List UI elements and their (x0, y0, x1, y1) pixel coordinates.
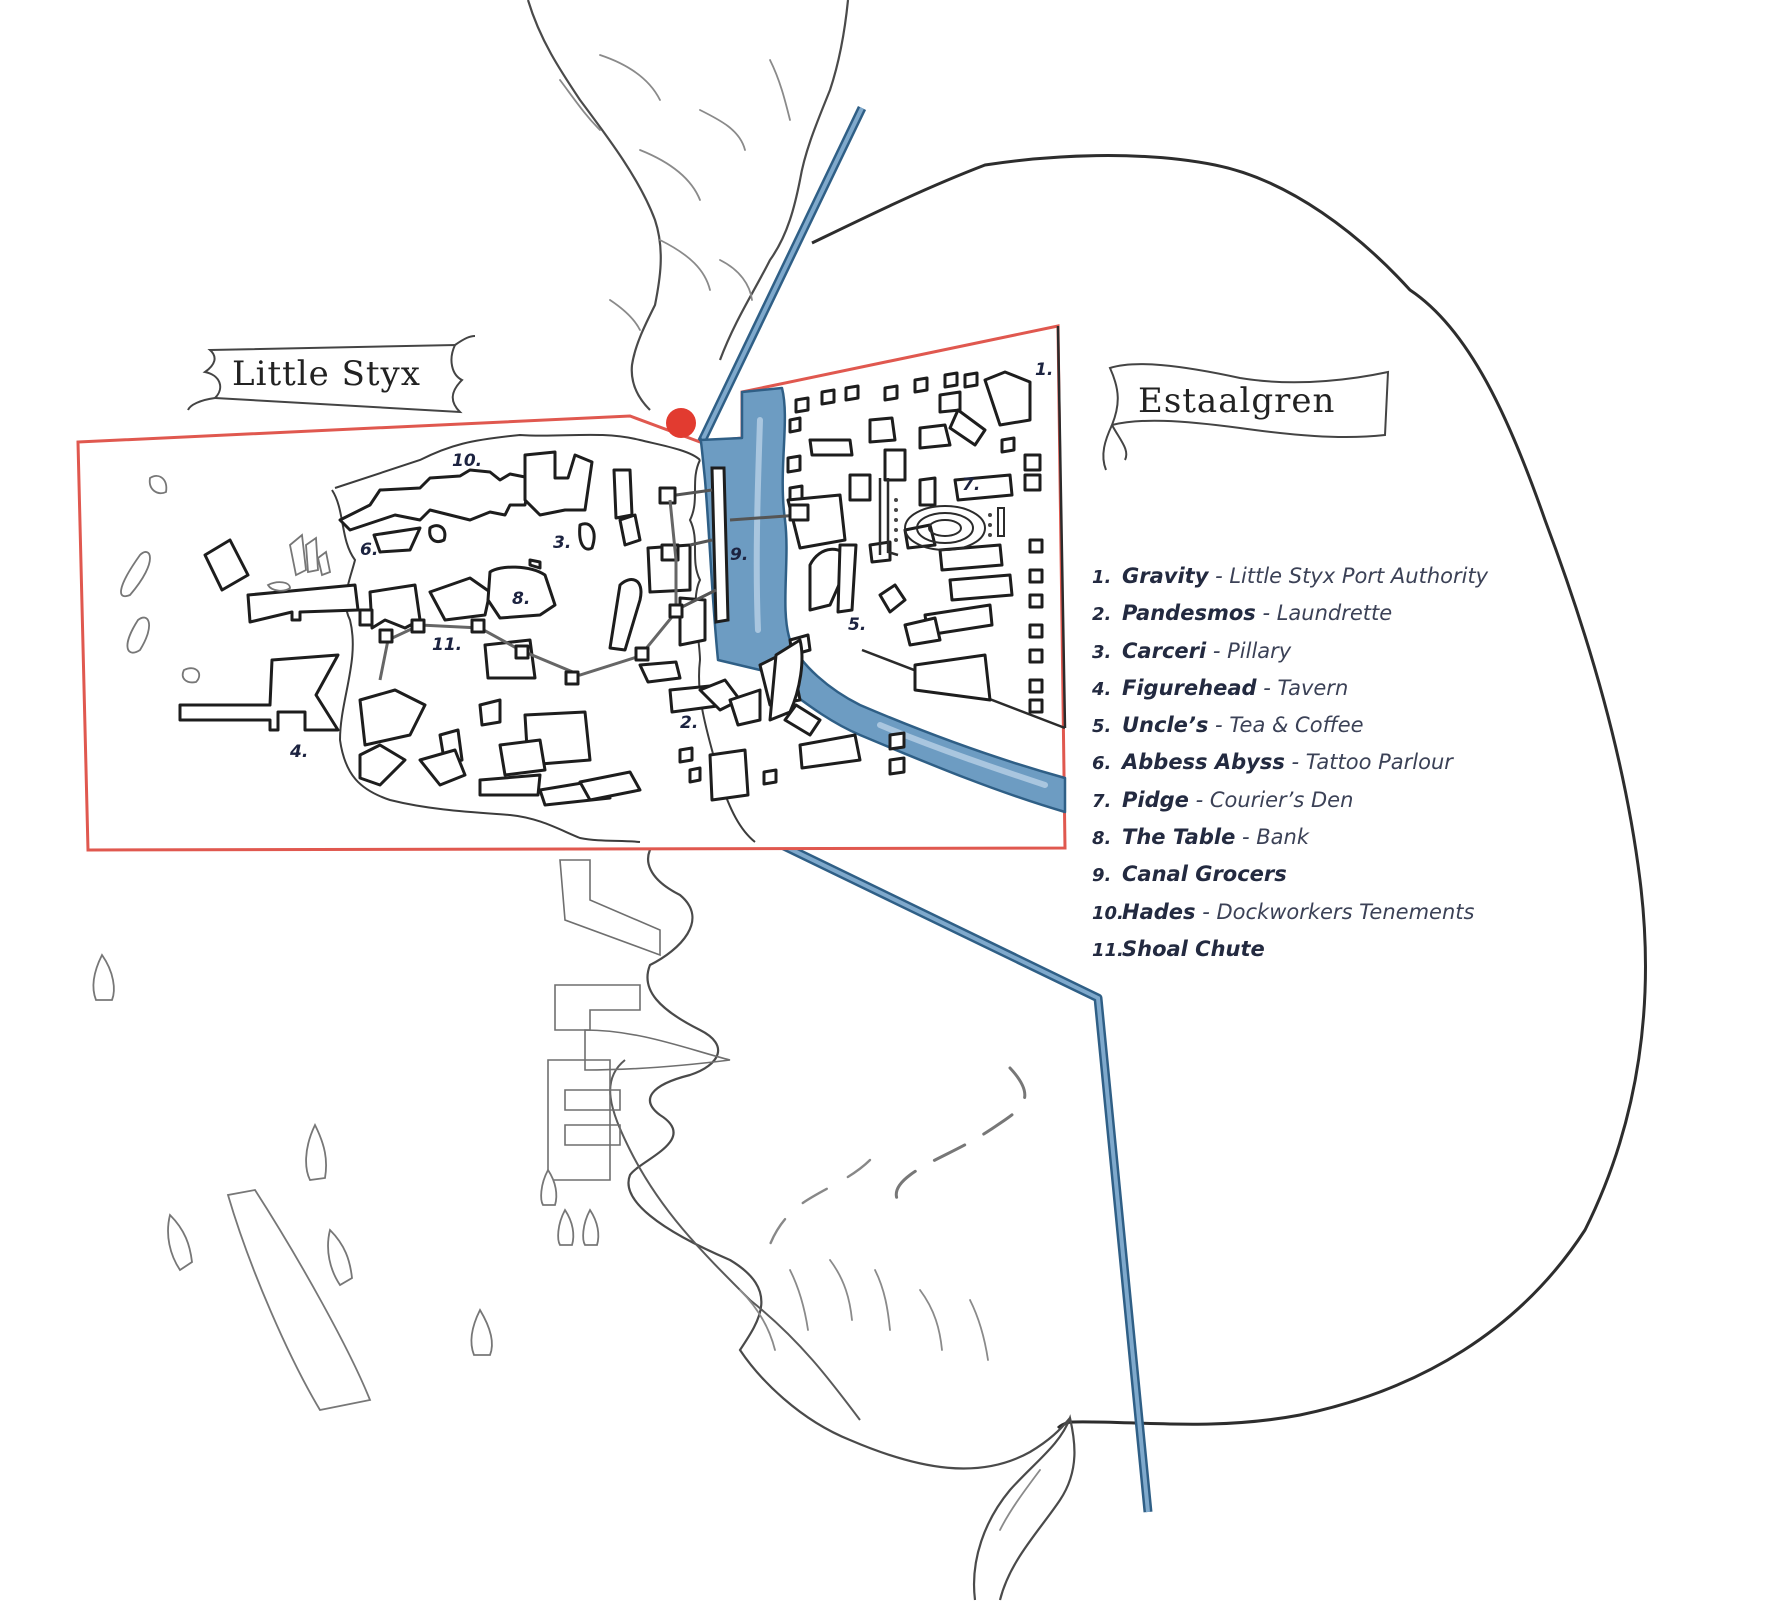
legend-item: 9. Canal Grocers (1092, 856, 1552, 893)
legend-name: Figurehead (1122, 675, 1257, 700)
legend-separator: - (1195, 899, 1217, 924)
river-ripples (559, 54, 791, 331)
legend-item: 10.Hades - Dockworkers Tenements (1092, 894, 1552, 931)
map-markers: 1. 2. 3. 4. 5. 6. 7. 8. 9. 10. 11. (289, 360, 1053, 762)
legend-number: 6. (1092, 753, 1112, 775)
marker-8: 8. (512, 589, 530, 609)
banner-little-styx-text: Little Styx (232, 354, 421, 394)
legend-description: Pillary (1227, 638, 1292, 663)
legend-separator: - (1188, 787, 1210, 812)
legend-name: Gravity (1122, 564, 1209, 588)
legend-name: Carceri (1122, 638, 1207, 663)
legend-name: Canal Grocers (1122, 862, 1287, 887)
legend-item: 4. Figurehead - Tavern (1092, 670, 1552, 707)
legend-number: 7. (1092, 790, 1112, 812)
legend-description: Tavern (1277, 675, 1349, 700)
legend-item: 5. Uncle’s - Tea & Coffee (1092, 707, 1552, 744)
legend-description: Little Styx Port Authority (1229, 564, 1489, 588)
shoal-dashes-2 (763, 1158, 872, 1262)
legend-separator: - (1284, 750, 1306, 775)
legend-name: Shoal Chute (1122, 936, 1265, 961)
legend-number: 8. (1092, 828, 1112, 850)
legend-description: Bank (1256, 825, 1309, 850)
legend-number: 11. (1092, 939, 1124, 961)
legend-number: 9. (1092, 865, 1112, 887)
legend-description: Tea & Coffee (1229, 713, 1364, 738)
marker-6: 6. (360, 540, 378, 560)
marker-10: 10. (452, 451, 482, 471)
legend-item: 2. Pandesmos - Laundrette (1092, 595, 1552, 632)
marker-5: 5. (848, 615, 866, 635)
legend-number: 3. (1092, 641, 1112, 663)
legend-separator: - (1256, 675, 1278, 700)
legend-number: 5. (1092, 716, 1112, 738)
legend-name: The Table (1122, 825, 1236, 850)
southern-docks (547, 859, 731, 1181)
legend-item: 3. Carceri - Pillary (1092, 633, 1552, 670)
legend-name: Pandesmos (1122, 601, 1256, 626)
marker-3: 3. (553, 533, 571, 553)
little-styx-landmass (331, 433, 701, 843)
legend-separator: - (1206, 638, 1228, 663)
legend-number: 1. (1092, 567, 1112, 588)
legend-item: 7. Pidge - Courier’s Den (1092, 782, 1552, 819)
legend-name: Hades (1122, 899, 1196, 924)
marker-9: 9. (730, 545, 748, 565)
plaza-ovals (878, 478, 1005, 557)
coastline-south (973, 1414, 1076, 1601)
legend-separator: - (1255, 601, 1277, 626)
marker-2: 2. (680, 713, 698, 733)
river-channel-south-fill (754, 830, 1150, 1513)
shoal-chute-path (378, 499, 678, 681)
canal-grocers (658, 466, 847, 624)
banner-estaalgren-text: Estaalgren (1138, 381, 1335, 421)
shoal-dashes (894, 1066, 1027, 1212)
bridges (768, 638, 822, 737)
legend-separator: - (1235, 825, 1257, 850)
marker-7: 7. (962, 475, 980, 495)
legend-number: 4. (1092, 678, 1112, 700)
river-channel-north-fill (698, 107, 864, 446)
marker-1: 1. (1035, 360, 1053, 380)
marker-4: 4. (289, 742, 308, 762)
legend-name: Pidge (1122, 787, 1189, 812)
coastline-upper (526, 0, 662, 411)
coastline-lower-inner (609, 1059, 861, 1421)
banner-estaalgren: Estaalgren (1102, 363, 1390, 471)
legend-name: Uncle’s (1122, 713, 1209, 738)
legend-item: 8. The Table - Bank (1092, 819, 1552, 856)
legend-item: 1. Gravity - Little Styx Port Authority (1092, 558, 1552, 595)
banner-little-styx: Little Styx (187, 335, 476, 414)
legend-separator: - (1208, 564, 1230, 588)
marker-11: 11. (432, 635, 462, 655)
map-legend: 1. Gravity - Little Styx Port Authority 2… (1092, 558, 1552, 968)
legend-description: Laundrette (1276, 601, 1393, 626)
coastline-lower (627, 841, 1071, 1470)
legend-name: Abbess Abyss (1122, 750, 1285, 775)
legend-description: Dockworkers Tenements (1216, 899, 1475, 924)
coastline-upper-east (718, 0, 850, 361)
legend-item: 6. Abbess Abyss - Tattoo Parlour (1092, 744, 1552, 781)
estaalgren-boundary (811, 154, 1647, 1430)
legend-number: 10. (1092, 902, 1124, 924)
west-docks (120, 475, 360, 732)
legend-description: Tattoo Parlour (1305, 750, 1453, 775)
south-ripples (739, 1259, 1041, 1531)
river-channel-south (753, 827, 1153, 1513)
estaalgren-buildings (786, 370, 1044, 714)
legend-separator: - (1208, 713, 1230, 738)
shoal-chute-nodes (378, 603, 684, 686)
legend-item: 11.Shoal Chute (1092, 931, 1552, 968)
legend-number: 2. (1092, 604, 1112, 626)
boats (92, 953, 600, 1412)
legend-description: Courier’s Den (1209, 787, 1354, 812)
location-marker-dot (666, 408, 696, 438)
